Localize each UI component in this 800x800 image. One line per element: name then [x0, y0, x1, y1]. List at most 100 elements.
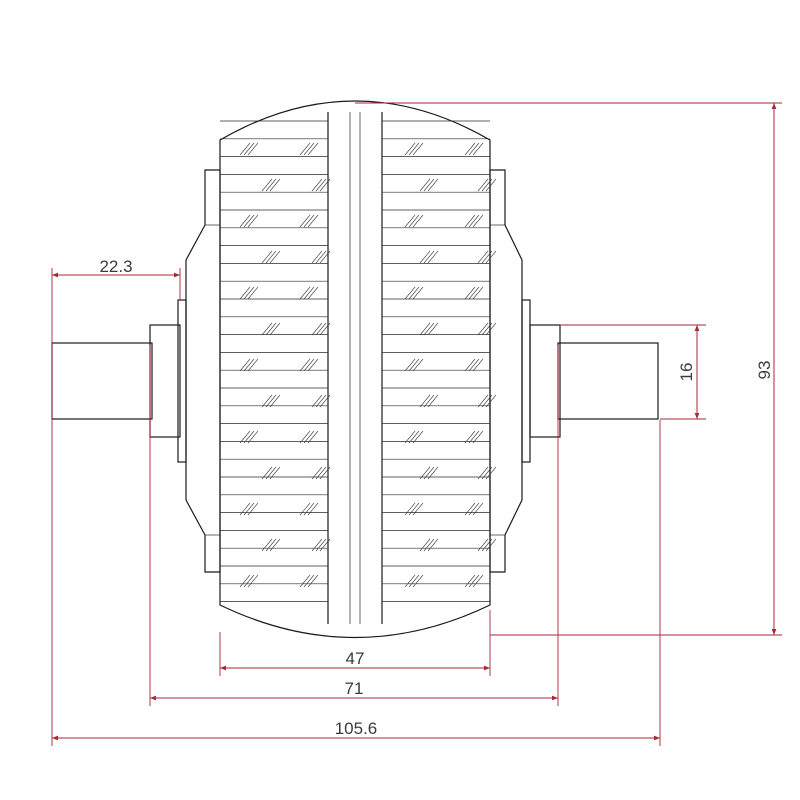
tread-hatch: [303, 430, 315, 444]
tread-hatch: [412, 502, 424, 516]
tread-hatch: [481, 394, 493, 408]
tread-hatch: [472, 574, 484, 588]
tread-hatch: [265, 250, 277, 264]
tread-hatch: [299, 430, 311, 444]
right-hub-plate: [521, 299, 531, 463]
tread-hatch: [311, 178, 323, 192]
left-flange: [185, 169, 221, 573]
tread-hatch: [299, 142, 311, 156]
tread-hatch: [239, 430, 251, 444]
tread-hatch: [408, 502, 420, 516]
tread-hatch: [423, 178, 435, 192]
dim-overall-width: 105.6: [335, 719, 378, 738]
tread-hatch: [477, 250, 489, 264]
tread-hatch: [477, 466, 489, 480]
tread-hatch: [247, 358, 259, 372]
tread-hatch: [311, 322, 323, 336]
right-shaft: [557, 342, 659, 420]
tread-hatch: [404, 214, 416, 228]
tread-hatch: [408, 214, 420, 228]
tread-hatch: [464, 142, 476, 156]
tread-hatch: [468, 142, 480, 156]
tread-hatch: [427, 466, 439, 480]
tread-hatch: [319, 322, 331, 336]
tread-hatch: [307, 574, 319, 588]
tread-hatch: [468, 502, 480, 516]
tread-hatch: [477, 322, 489, 336]
tread-hatch: [315, 250, 327, 264]
tread-hatch: [427, 538, 439, 552]
tread-hatch: [265, 394, 277, 408]
tread-hatch: [412, 358, 424, 372]
tread-hatch: [319, 466, 331, 480]
tread-hatch: [299, 214, 311, 228]
tread-hatch: [481, 178, 493, 192]
tread-hatch: [307, 214, 319, 228]
tread-hatch: [404, 142, 416, 156]
tread-hatch: [265, 538, 277, 552]
tread-hatch: [239, 574, 251, 588]
tread-hatch: [412, 142, 424, 156]
tread-hatch: [315, 322, 327, 336]
tread-hatch: [269, 178, 281, 192]
right-flange: [489, 169, 523, 573]
tread-hatch: [481, 466, 493, 480]
tread-hatch: [485, 250, 497, 264]
tread-hatch: [319, 394, 331, 408]
tread-hatch: [412, 214, 424, 228]
tread-hatch: [404, 502, 416, 516]
tread-hatch: [419, 538, 431, 552]
tread-hatch: [265, 322, 277, 336]
tread-hatch: [481, 250, 493, 264]
tread-hatch: [464, 502, 476, 516]
tread-hatch: [247, 286, 259, 300]
tread-hatch: [311, 250, 323, 264]
tread-hatch: [472, 286, 484, 300]
tread-hatch: [269, 250, 281, 264]
tread-hatch: [311, 394, 323, 408]
tread-hatch: [468, 214, 480, 228]
wheel: [51, 100, 659, 639]
tread-hatch: [247, 502, 259, 516]
tread-hatch: [307, 142, 319, 156]
tread-hatch: [408, 286, 420, 300]
tread-hatch: [419, 322, 431, 336]
tread-hatch: [239, 142, 251, 156]
tread-hatch: [481, 322, 493, 336]
tread-hatch: [315, 466, 327, 480]
dim-tread-width: 47: [346, 649, 365, 668]
tread-hatch: [261, 250, 273, 264]
tread-hatch: [243, 286, 255, 300]
tread-hatch: [423, 466, 435, 480]
dim-shaft-offset: 22.3: [99, 257, 132, 276]
tread-hatch: [243, 502, 255, 516]
tread-hatch: [239, 286, 251, 300]
tread-hatch: [464, 214, 476, 228]
tread-hatch: [485, 178, 497, 192]
tread-hatch: [299, 286, 311, 300]
tread-hatch: [468, 430, 480, 444]
tread-hatch: [243, 358, 255, 372]
tread-hatch: [303, 358, 315, 372]
tread-hatch: [419, 466, 431, 480]
tread-hatch: [303, 214, 315, 228]
tread-hatch: [311, 538, 323, 552]
tread-hatch: [261, 322, 273, 336]
tread-hatch: [419, 178, 431, 192]
dimensions: 22.3 16 93 47 71 105.6: [51, 102, 782, 746]
tread-hatch: [303, 142, 315, 156]
tread-hatch: [408, 358, 420, 372]
dim-overall-diameter: 93: [755, 361, 774, 380]
tread-hatch: [464, 358, 476, 372]
tread-hatch: [408, 430, 420, 444]
tread-hatch: [472, 214, 484, 228]
tread-hatch: [404, 430, 416, 444]
tread-hatch: [404, 574, 416, 588]
tread-hatch: [423, 250, 435, 264]
tread-hatch: [472, 142, 484, 156]
tread-hatch: [477, 394, 489, 408]
tread-pattern: [220, 120, 497, 602]
left-shaft-collar: [149, 324, 181, 438]
tread-hatch: [477, 178, 489, 192]
